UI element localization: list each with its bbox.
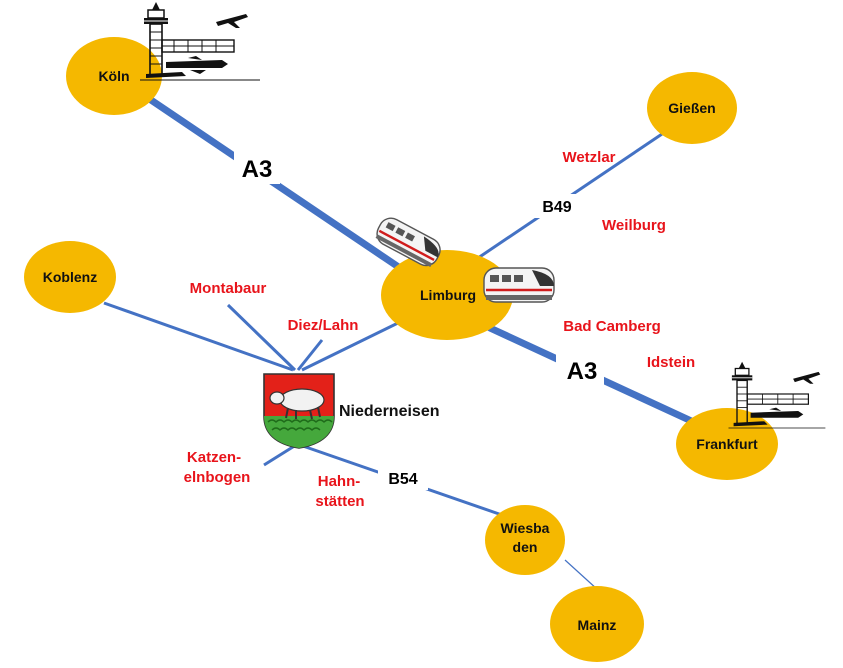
road-limburg-niederneisen bbox=[301, 320, 401, 372]
road-wiesbaden-mainz bbox=[564, 559, 599, 591]
train-icon bbox=[375, 217, 441, 268]
road-niederneisen-katzenelnbogen bbox=[263, 443, 297, 467]
road-label-a3-north: A3 bbox=[242, 156, 273, 183]
place-label-weilburg: Weilburg bbox=[602, 217, 666, 234]
cities bbox=[24, 37, 778, 662]
road-koblenz-niederneisen bbox=[103, 301, 294, 372]
place-label-diez: Diez/Lahn bbox=[288, 317, 359, 334]
city-koblenz bbox=[24, 241, 116, 313]
city-label-frankfurt: Frankfurt bbox=[696, 436, 758, 452]
place-label-bad-camberg: Bad Camberg bbox=[563, 318, 661, 335]
place-label-idstein: Idstein bbox=[647, 354, 695, 371]
train-icon bbox=[483, 267, 555, 303]
city-label-mainz: Mainz bbox=[578, 617, 617, 633]
airport-icon bbox=[140, 2, 260, 81]
city-wiesbaden bbox=[485, 505, 565, 575]
place-label-hahnstaetten-1: Hahn- bbox=[318, 473, 361, 490]
city-label-koblenz: Koblenz bbox=[43, 269, 97, 285]
city-label-koeln: Köln bbox=[98, 68, 129, 84]
city-label-wiesbaden-2: den bbox=[513, 539, 538, 555]
place-label-wetzlar: Wetzlar bbox=[562, 149, 615, 166]
road-montabaur-niederneisen bbox=[226, 303, 297, 372]
coat-of-arms-icon bbox=[263, 373, 335, 449]
road-labels: A3 A3 B49 B54 bbox=[234, 150, 604, 490]
place-label-hahnstaetten-2: stätten bbox=[315, 493, 364, 510]
road-label-b49: B49 bbox=[542, 199, 571, 216]
city-giessen bbox=[647, 72, 737, 144]
place-label-katzenelnbogen-2: elnbogen bbox=[184, 469, 251, 486]
road-label-b54: B54 bbox=[388, 471, 417, 488]
road-label-a3-south: A3 bbox=[567, 358, 598, 385]
city-koeln bbox=[66, 37, 162, 115]
city-frankfurt bbox=[676, 408, 778, 480]
city-label-giessen: Gießen bbox=[668, 100, 715, 116]
road-diez-niederneisen bbox=[296, 339, 324, 371]
city-mainz bbox=[550, 586, 644, 662]
roads bbox=[103, 94, 704, 591]
place-label-katzenelnbogen-1: Katzen- bbox=[187, 449, 241, 466]
airport-icon bbox=[728, 361, 826, 429]
city-limburg bbox=[381, 250, 513, 340]
city-label-limburg: Limburg bbox=[420, 287, 476, 303]
city-labels: Köln Gießen Koblenz Limburg Frankfurt Wi… bbox=[43, 68, 758, 633]
city-label-wiesbaden-1: Wiesba bbox=[501, 520, 550, 536]
place-label-montabaur: Montabaur bbox=[190, 280, 267, 297]
highlight-label-niederneisen: Niederneisen bbox=[339, 403, 439, 420]
place-labels: Wetzlar Weilburg Montabaur Diez/Lahn Bad… bbox=[184, 149, 696, 510]
